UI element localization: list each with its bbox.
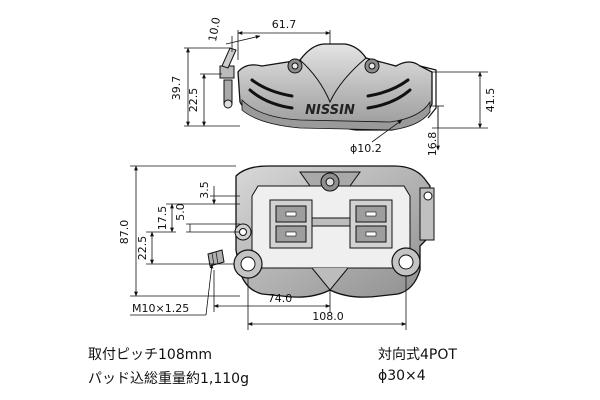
top-slot-4 xyxy=(366,88,412,110)
dim-41-5: 41.5 xyxy=(484,88,497,113)
caliper-front-view xyxy=(207,165,435,298)
dim-m10-thread: M10×1.25 xyxy=(132,302,189,315)
dim-87-0: 87.0 xyxy=(118,220,131,245)
dim-16-8: 16.8 xyxy=(426,132,439,157)
dim-10-0: 10.0 xyxy=(206,16,223,42)
front-view-dimensions xyxy=(130,165,407,330)
spec-caliper-type: 対向式4POT xyxy=(378,347,457,363)
pad-pin xyxy=(311,217,351,227)
dim-61-7: 61.7 xyxy=(272,18,297,31)
top-right-ear xyxy=(419,65,437,119)
top-bolt-left-center xyxy=(291,62,299,70)
spec-mount-pitch: 取付ピッチ108mm xyxy=(88,347,212,363)
dim-3-5: 3.5 xyxy=(198,181,211,199)
mount-hole-left xyxy=(240,256,256,272)
dim-74-0: 74.0 xyxy=(268,292,293,305)
dim-17-5: 17.5 xyxy=(156,206,169,231)
spec-total-weight: パッド込総重量約1,110g xyxy=(88,371,249,387)
bleeder-cap xyxy=(223,99,233,109)
front-bridge-bolt-center xyxy=(325,177,335,187)
front-right-flange xyxy=(419,187,435,241)
mount-hole-right xyxy=(398,254,414,270)
top-bolt-right-center xyxy=(368,62,376,70)
dim-phi-10-2: ϕ10.2 xyxy=(350,142,382,155)
top-slot-1 xyxy=(250,78,294,98)
brand-logo: NISSIN xyxy=(305,103,355,118)
bleeder-nipple xyxy=(221,47,237,69)
caliper-top-view: NISSIN xyxy=(219,43,437,131)
top-ridge xyxy=(299,57,367,104)
dim-39-7: 39.7 xyxy=(170,76,183,101)
dim-5-0: 5.0 xyxy=(174,203,187,221)
spec-piston-size: ϕ30×4 xyxy=(378,368,426,384)
top-view-dimensions xyxy=(184,30,488,151)
top-slot-3 xyxy=(366,78,410,98)
top-slot-2 xyxy=(248,88,294,110)
dimension-labels: 61.7 10.0 39.7 22.5 41.5 16.8 ϕ10.2 87.0… xyxy=(118,16,497,323)
top-lower-band xyxy=(241,99,431,131)
dim-22-5-front: 22.5 xyxy=(136,236,149,261)
dim-108-0: 108.0 xyxy=(312,310,344,323)
dim-22-5-top: 22.5 xyxy=(187,88,200,113)
